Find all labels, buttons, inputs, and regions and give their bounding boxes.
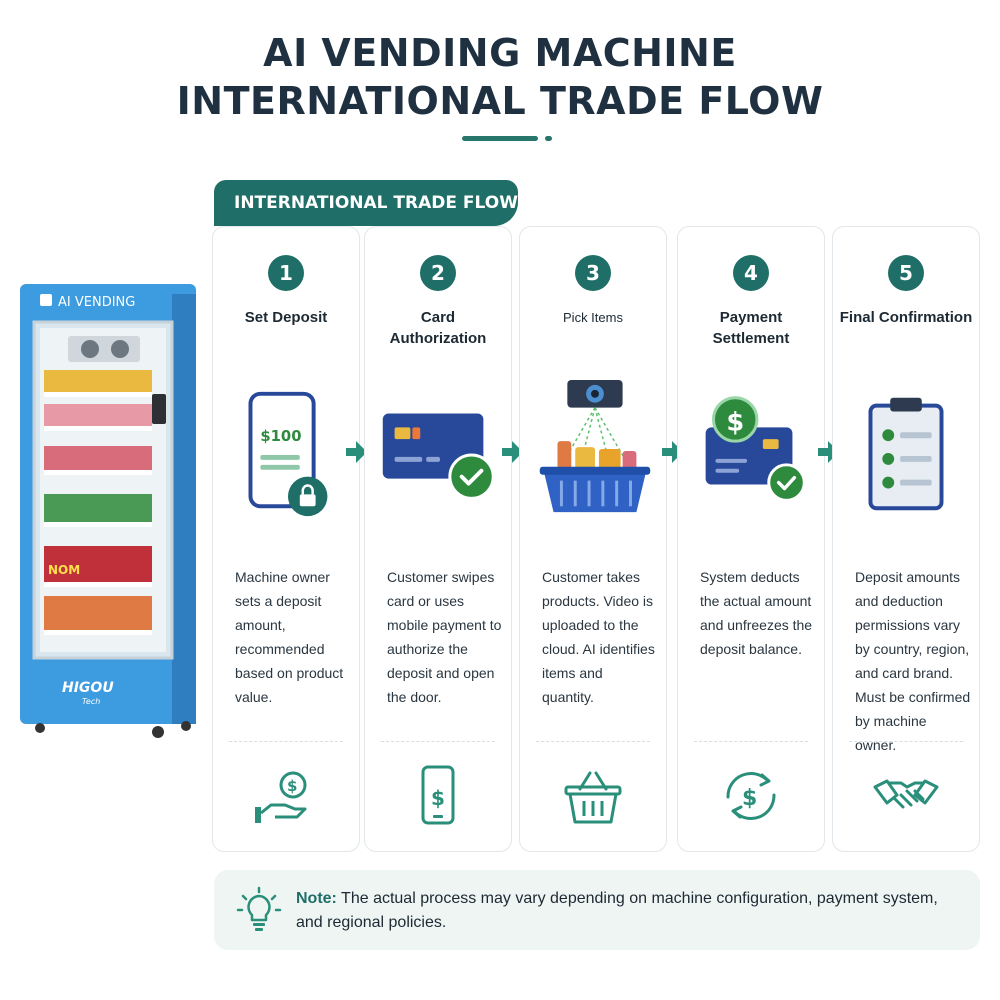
machine-brand-logo: HIGOU: [62, 680, 114, 696]
step-description: System deducts the actual amount and unf…: [700, 569, 813, 657]
card-reader: [152, 394, 166, 424]
step-title: Final Confirmation: [839, 309, 973, 326]
shelf-5: NOM: [44, 546, 152, 587]
trade-flow-banner: INTERNATIONAL TRADE FLOW: [214, 180, 518, 226]
step-separator: [849, 741, 963, 742]
flow-arrow-1: [346, 441, 367, 463]
step-description: Customer takes products. Video is upload…: [542, 569, 655, 705]
flow-arrow-2: [502, 441, 523, 463]
refund-cycle-icon: $: [726, 772, 776, 820]
step-separator: [381, 741, 495, 742]
machine-side: [172, 294, 196, 724]
shelf-3: [44, 446, 152, 475]
note-box: Note: The actual process may vary depend…: [214, 870, 980, 950]
step-number: 2: [420, 255, 456, 291]
note-text: Note: The actual process may vary depend…: [296, 887, 960, 935]
step-card-4: 4 Payment Settlement $ System deducts th…: [677, 226, 825, 852]
step-title: Set Deposit: [244, 309, 328, 326]
machine-logo-mark: [40, 294, 52, 306]
step-card-2: 2 Card Authorization Customer swipes car…: [364, 226, 512, 852]
title-underline: [462, 136, 538, 141]
machine-foot-right: [181, 721, 191, 731]
note-body: The actual process may vary depending on…: [296, 890, 938, 931]
svg-text:$: $: [742, 786, 757, 811]
step-description: Deposit amounts and deduction permission…: [855, 569, 971, 753]
step-separator: [536, 741, 650, 742]
step-description: Customer swipes card or uses mobile paym…: [387, 569, 502, 705]
vending-machine-illustration: AI VENDING NOM HIGOU Tech: [20, 284, 196, 738]
check-icon: [767, 463, 806, 502]
machine-foot-left: [35, 723, 45, 733]
step-title: Payment Settlement: [712, 309, 790, 347]
page-title-line1: AI VENDING MACHINE: [263, 31, 737, 75]
clipboard-checklist-illustration: [868, 397, 944, 511]
step-card-3: 3 Pick Items Customer takes products. Vi…: [519, 226, 667, 852]
flow-arrow-3: [662, 441, 683, 463]
mobile-payment-icon: $: [421, 765, 455, 825]
hand-dollar-icon: $: [255, 771, 307, 823]
step-description: Machine owner sets a deposit amount, rec…: [235, 569, 344, 705]
basket-icon: [543, 470, 647, 513]
machine-base-panel: [32, 666, 172, 716]
shelf-4: [44, 494, 152, 527]
step-card-1: 1 Set Deposit $100 Machine owner sets a …: [212, 226, 360, 852]
shelf-2: [44, 404, 152, 431]
fan-left: [81, 340, 99, 358]
phone-deposit-illustration: $100: [248, 391, 328, 517]
check-icon: [448, 453, 495, 500]
step-separator: [229, 741, 343, 742]
step-number: 4: [733, 255, 769, 291]
step-card-5: 5 Final Confirmation Deposit amounts and…: [832, 226, 980, 852]
page-title-line2: INTERNATIONAL TRADE FLOW: [176, 79, 824, 123]
payment-settlement-illustration: $: [705, 396, 806, 502]
machine-foot-mid: [152, 726, 164, 738]
fan-right: [111, 340, 129, 358]
shelf-product-label: NOM: [48, 563, 80, 577]
clipboard-clip: [890, 397, 922, 412]
step-separator: [694, 741, 808, 742]
note-label: Note:: [296, 890, 337, 907]
handshake-icon: [873, 779, 939, 809]
lightbulb-icon: [236, 886, 282, 931]
shelf-6: [44, 596, 152, 635]
svg-text:$: $: [431, 786, 445, 810]
step-title: Pick Items: [563, 310, 623, 325]
machine-brand-sub: Tech: [82, 697, 100, 706]
flow-arrow-4: [818, 441, 839, 463]
step-number: 5: [888, 255, 924, 291]
credit-card-check-illustration: [382, 413, 495, 500]
machine-fan-unit: [68, 336, 140, 362]
step-number: 1: [268, 255, 304, 291]
shopping-basket-icon: [564, 771, 622, 824]
title-underline-dot: [545, 136, 552, 141]
camera-basket-illustration: [539, 379, 651, 513]
svg-text:$: $: [726, 407, 744, 437]
dollar-coin-icon: [712, 396, 759, 443]
step-number: 3: [575, 255, 611, 291]
machine-header-text: AI VENDING: [58, 295, 135, 310]
svg-text:$: $: [287, 777, 297, 795]
deposit-amount: $100: [260, 428, 301, 445]
step-title: Card Authorization: [389, 309, 487, 347]
shelf-1: [44, 370, 152, 397]
